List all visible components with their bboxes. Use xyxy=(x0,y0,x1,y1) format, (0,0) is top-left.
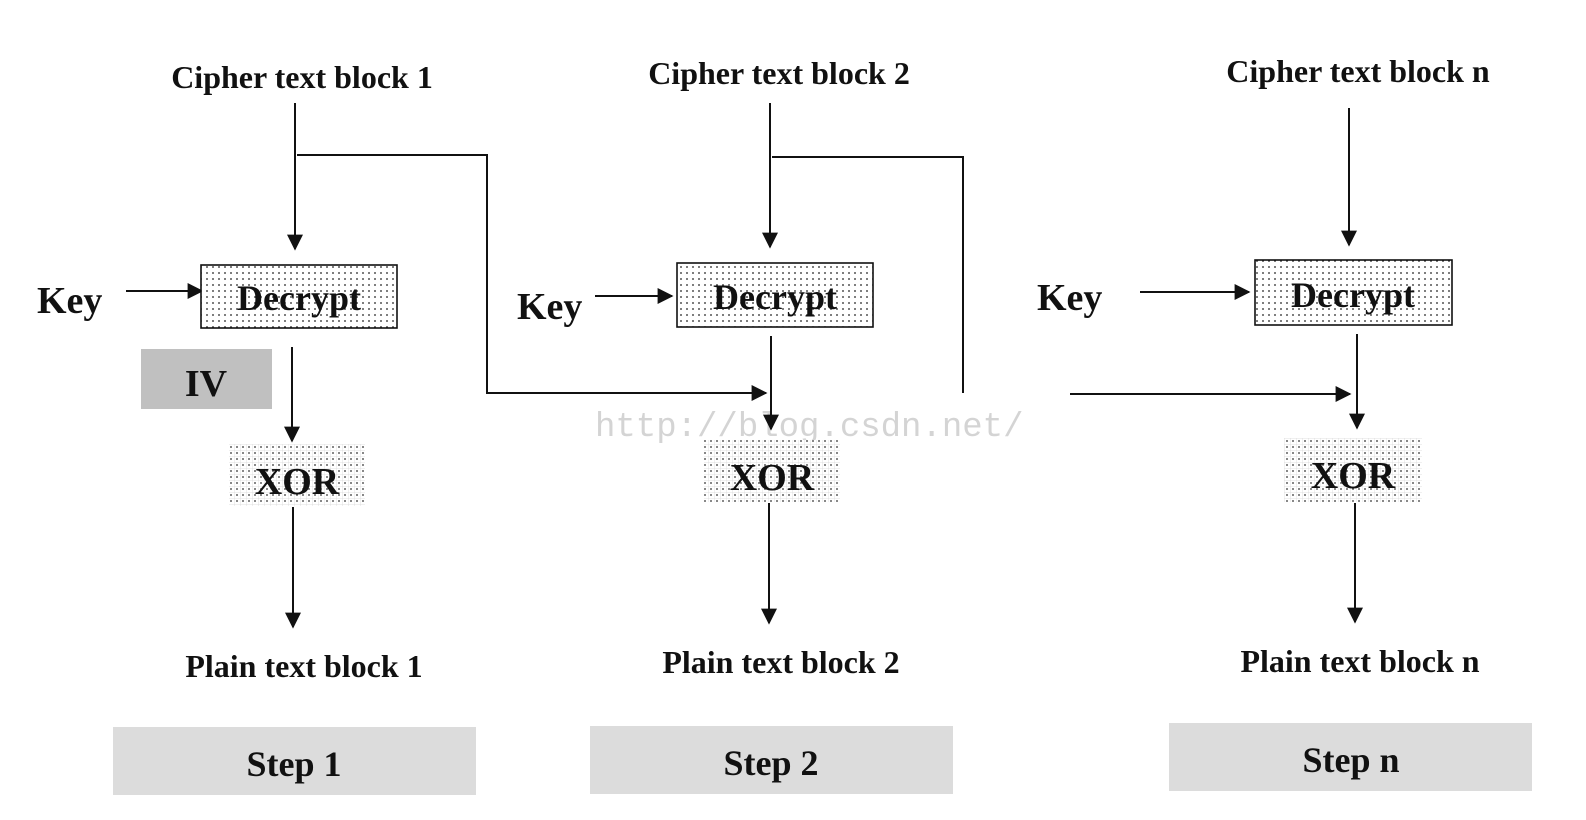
step-n-group: Cipher text block n Key Decrypt XOR Plai… xyxy=(1037,53,1532,791)
step-banner-2 xyxy=(590,726,953,794)
key-label-n: Key xyxy=(1037,277,1102,319)
ciphertext-label-2: Cipher text block 2 xyxy=(648,55,910,91)
step-label-1: Step 1 xyxy=(246,744,341,784)
ciphertext-label-n: Cipher text block n xyxy=(1226,53,1490,89)
decrypt-label-1: Decrypt xyxy=(237,278,361,318)
key-label-2: Key xyxy=(517,286,582,328)
chain-connector-2-to-n xyxy=(772,156,964,393)
xor-label-2: XOR xyxy=(730,457,815,499)
iv-box xyxy=(141,349,272,409)
decrypt-label-2: Decrypt xyxy=(713,277,837,317)
key-label-1: Key xyxy=(37,280,102,322)
step-label-2: Step 2 xyxy=(723,743,818,783)
step-banner-n xyxy=(1169,723,1532,791)
decrypt-box-n xyxy=(1254,259,1453,326)
iv-label: IV xyxy=(185,363,228,405)
ciphertext-label-1: Cipher text block 1 xyxy=(171,59,433,95)
xor-label-n: XOR xyxy=(1311,455,1396,497)
step-2-group: Cipher text block 2 Key Decrypt XOR Plai… xyxy=(517,55,964,794)
decrypt-box-2 xyxy=(676,262,874,328)
step-label-n: Step n xyxy=(1302,740,1399,780)
decrypt-box-1 xyxy=(200,264,398,329)
xor-box-1 xyxy=(229,444,365,506)
chain-connector-1-to-2 xyxy=(297,154,768,401)
plaintext-label-1: Plain text block 1 xyxy=(185,648,422,684)
step-1-group: Cipher text block 1 Key Decrypt IV XOR P… xyxy=(37,59,768,795)
xor-label-1: XOR xyxy=(255,461,340,503)
plaintext-label-2: Plain text block 2 xyxy=(662,644,899,680)
xor-box-2 xyxy=(704,440,840,502)
decrypt-label-n: Decrypt xyxy=(1291,275,1415,315)
xor-box-n xyxy=(1284,438,1422,502)
plaintext-label-n: Plain text block n xyxy=(1240,643,1479,679)
step-banner-1 xyxy=(113,727,476,795)
